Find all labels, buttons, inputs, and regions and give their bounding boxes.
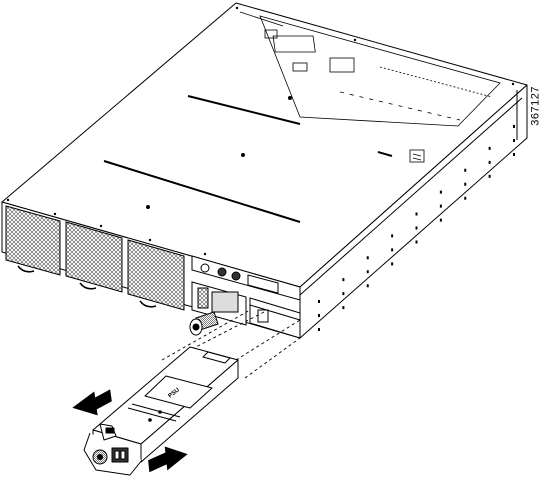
side-vents [318, 125, 515, 331]
vent-hole [318, 328, 320, 331]
top-screws [6, 6, 515, 256]
fan-tray-2 [65, 221, 123, 293]
vent-hole [342, 306, 345, 310]
screw [288, 96, 292, 100]
vent-hole [464, 196, 467, 200]
vent-hole [366, 256, 369, 260]
remove-arrow [148, 446, 188, 473]
thumb-screw [189, 311, 219, 336]
vent-hole [439, 204, 442, 208]
fan-tray-1 [5, 205, 61, 276]
vent-hole [342, 292, 345, 296]
vent-hole [488, 174, 491, 178]
alignment-guides [161, 309, 301, 379]
vent-hole [391, 262, 394, 266]
vent-hole [415, 226, 418, 230]
vent-hole [342, 278, 345, 282]
vent-hole [464, 182, 467, 186]
top-slot-2 [103, 160, 301, 223]
insert-arrow [72, 389, 112, 416]
vent-hole [513, 153, 515, 156]
vent-hole [513, 125, 515, 128]
vent-hole [415, 240, 418, 244]
top-cover-details [103, 11, 501, 223]
psu-handle [83, 423, 143, 476]
screw [146, 205, 150, 209]
top-label-panel [272, 35, 316, 53]
label-zone [259, 15, 501, 127]
vent-hole [366, 270, 369, 274]
screw [241, 153, 245, 157]
vent-hole [391, 234, 394, 238]
vent-hole [439, 190, 442, 194]
vent-hole [513, 139, 515, 142]
vent-hole [464, 168, 467, 172]
vent-hole [318, 314, 320, 317]
psu-label [144, 375, 213, 409]
vent-hole [488, 160, 491, 164]
power-supply-module [83, 346, 239, 476]
vent-hole [415, 212, 418, 216]
vent-hole [439, 218, 442, 222]
top-slot-1 [187, 95, 301, 125]
fan-tray-3 [127, 239, 185, 311]
vent-hole [366, 284, 369, 288]
vent-hole [391, 248, 394, 252]
vent-hole [318, 300, 320, 303]
vent-hole [488, 146, 491, 150]
